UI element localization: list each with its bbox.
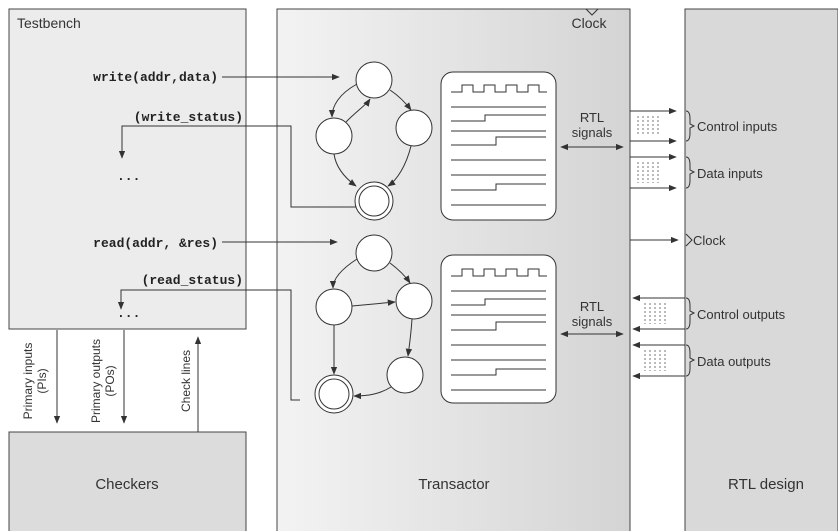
checker-lines	[53, 330, 202, 432]
rtl-design-block: RTL design	[684, 8, 838, 531]
read-call-label: read(addr, &res)	[93, 236, 218, 251]
fsm-final-state	[314, 374, 354, 414]
primary-outputs-label-line2: (POs)	[103, 365, 117, 396]
rtl-design-title: RTL design	[728, 476, 804, 493]
control-outputs-bus	[632, 294, 696, 333]
fsm-state	[355, 234, 393, 272]
read-status-label: (read_status)	[142, 273, 243, 288]
transactor-clock-icon	[585, 8, 599, 16]
data-inputs-bus	[630, 153, 696, 192]
rtl-signals-lower-line1: RTL	[580, 299, 604, 314]
data-inputs-label: Data inputs	[697, 166, 763, 181]
rtl-signals-lower-line2: signals	[572, 314, 613, 329]
fsm-state	[355, 61, 393, 99]
write-status-label: (write_status)	[134, 110, 243, 125]
control-outputs-label: Control outputs	[697, 307, 786, 322]
checkers-title: Checkers	[95, 476, 158, 493]
primary-outputs-label-line1: Primary outputs	[89, 339, 103, 423]
read-waveform-box	[440, 254, 557, 404]
fsm-state	[315, 288, 353, 326]
data-outputs-label: Data outputs	[697, 354, 771, 369]
rtl-signals-upper-line1: RTL	[580, 110, 604, 125]
transactor-clock-label: Clock	[571, 15, 607, 31]
fsm-final-state	[354, 181, 394, 221]
fsm-state	[315, 117, 353, 155]
fsm-state	[386, 356, 424, 394]
write-call-label: write(addr,data)	[93, 70, 218, 85]
control-inputs-label: Control inputs	[697, 119, 778, 134]
primary-inputs-label-line2: (PIs)	[35, 368, 49, 393]
write-waveform-box	[440, 71, 557, 221]
read-state-machine	[314, 234, 433, 414]
write-ellipsis: ...	[117, 169, 140, 184]
transactor-title: Transactor	[418, 476, 489, 493]
testbench-block: Testbench	[8, 8, 247, 330]
testbench-transactor-arrows	[117, 73, 357, 401]
read-status-arrow	[117, 289, 300, 401]
clock-waveform	[451, 84, 547, 93]
rtl-signals-upper-line2: signals	[572, 125, 613, 140]
clock-waveform	[451, 268, 547, 277]
control-inputs-bus	[630, 107, 696, 145]
fsm-state	[395, 282, 433, 320]
check-lines-label: Check lines	[179, 350, 193, 412]
write-status-arrow	[118, 125, 357, 208]
fsm-state	[395, 109, 433, 147]
data-outputs-bus	[632, 341, 696, 380]
rtl-clock-label: Clock	[693, 233, 726, 248]
testbench-title: Testbench	[17, 15, 81, 31]
clock-connection	[630, 233, 693, 247]
primary-inputs-label-line1: Primary inputs	[21, 343, 35, 420]
write-state-machine	[315, 61, 433, 221]
checkers-block: Checkers	[8, 431, 247, 531]
clock-input-icon	[685, 233, 693, 247]
